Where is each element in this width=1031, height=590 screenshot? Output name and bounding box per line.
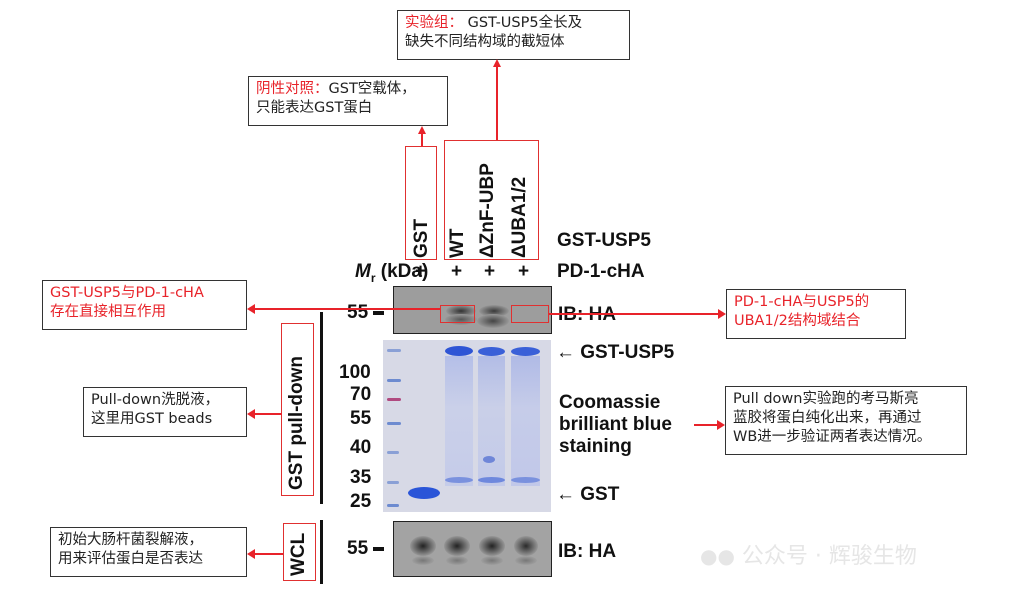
stain-label: Coomassie brilliant blue staining: [559, 392, 672, 458]
plus-wt: +: [451, 261, 463, 282]
note-text: GST空载体，: [328, 81, 416, 97]
connector-line: [254, 553, 283, 555]
connector-line: [549, 313, 719, 315]
note-uba-binding: PD-1-cHA与USP5的 UBA1/2结构域结合: [726, 289, 906, 339]
gel-marker-40: 40: [350, 437, 372, 458]
note-pulldown-eluate: Pull-down洗脱液， 这里用GST beads: [83, 387, 247, 437]
bottom-blot-marker: 55: [347, 538, 385, 560]
lane-box-gst: [405, 146, 437, 260]
note-direct-interaction: GST-USP5与PD-1-cHA 存在直接相互作用: [42, 280, 247, 330]
arrow-left-icon: [247, 549, 255, 559]
watermark-text: 公众号 · 辉骏生物: [741, 544, 917, 569]
top-blot: [393, 286, 552, 334]
side-box-wcl: [283, 523, 316, 581]
gel-marker-70: 70: [350, 384, 372, 405]
plus-duba: +: [518, 261, 530, 282]
note-text: GST-USP5全长及: [467, 15, 583, 31]
marker-55: 55: [347, 302, 369, 323]
arrow-left-icon: [247, 409, 255, 419]
gel-marker-35: 35: [350, 467, 372, 488]
note-text: 只能表达GST蛋白: [256, 100, 373, 116]
plus-dznf: +: [484, 261, 496, 282]
gst-band: [408, 487, 440, 499]
row-label-gst-usp5: GST-USP5: [557, 230, 651, 251]
connector-line: [496, 66, 498, 140]
gel-marker-25: 25: [350, 491, 372, 512]
highlight-duba-band: [511, 305, 549, 323]
mr-unit: (kDa): [375, 261, 429, 282]
note-text: 存在直接相互作用: [50, 304, 166, 320]
note-text: 这里用GST beads: [91, 411, 213, 427]
plus-gst: +: [415, 261, 427, 282]
note-text: UBA1/2结构域结合: [734, 313, 861, 329]
side-box-pulldown: [281, 323, 314, 496]
lane-label-duba: ΔUBA1/2: [509, 176, 530, 258]
row-label-pd1: PD-1-cHA: [557, 261, 645, 282]
connector-line: [254, 413, 282, 415]
note-text: Pull-down洗脱液，: [91, 392, 220, 408]
stain-line: Coomassie: [559, 392, 661, 413]
note-coomassie: Pull down实验跑的考马斯亮 蓝胶将蛋白纯化出来，再通过 WB进一步验证两…: [725, 386, 967, 455]
note-text: WB进一步验证两者表达情况。: [733, 429, 932, 445]
lane-label-dznf: ΔZnF-UBP: [477, 163, 498, 258]
gel-marker-55: 55: [350, 408, 372, 429]
mr-symbol: M: [355, 261, 371, 282]
mr-sub: r: [370, 270, 376, 285]
note-label: 实验组：: [405, 15, 463, 31]
arrow-right-icon: [718, 309, 726, 319]
gel-marker-100: 100: [339, 362, 371, 383]
bracket-line-wcl: [320, 520, 323, 584]
arrow-up-icon: [493, 59, 501, 67]
bottom-blot: [393, 521, 552, 577]
note-text: 蓝胶将蛋白纯化出来，再通过: [733, 410, 922, 426]
mr-label: Mr (kDa): [355, 261, 428, 285]
arrow-right-icon: [717, 420, 725, 430]
gel-arrow-gst-usp5: ← GST-USP5: [556, 342, 675, 363]
gel-arrow-gst: ← GST: [556, 484, 620, 505]
marker-55: 55: [347, 538, 369, 559]
note-negative-control: 阴性对照：GST空载体， 只能表达GST蛋白: [248, 76, 448, 126]
connector-line: [421, 132, 423, 147]
note-text: GST-USP5与PD-1-cHA: [50, 285, 204, 301]
bracket-line-pulldown: [320, 312, 323, 504]
lane-box-usp5: [444, 140, 539, 260]
arrow-up-icon: [418, 126, 426, 134]
lane-label-wt: WT: [447, 228, 468, 258]
lane-label-gst: GST: [411, 218, 432, 258]
note-text: 用来评估蛋白是否表达: [58, 551, 203, 567]
note-experimental-group: 实验组： GST-USP5全长及 缺失不同结构域的截短体: [397, 10, 630, 60]
note-text: Pull down实验跑的考马斯亮: [733, 391, 919, 407]
coomassie-gel: [383, 340, 551, 512]
side-label-wcl: WCL: [288, 532, 309, 576]
note-label: 阴性对照：: [256, 81, 329, 97]
note-text: PD-1-cHA与USP5的: [734, 294, 870, 310]
highlight-wt-band: [440, 305, 475, 323]
wechat-icon: ●●: [700, 544, 735, 568]
top-blot-label: IB: HA: [558, 304, 617, 325]
note-text: 缺失不同结构域的截短体: [405, 34, 565, 50]
stain-line: brilliant blue: [559, 414, 672, 435]
connector-line: [254, 308, 440, 310]
arrow-left-icon: [247, 304, 255, 314]
side-label-pulldown: GST pull-down: [286, 355, 307, 490]
bottom-blot-label: IB: HA: [558, 541, 617, 562]
watermark: ●● 公众号 · 辉骏生物: [700, 538, 917, 570]
connector-line: [694, 424, 718, 426]
note-text: 初始大肠杆菌裂解液，: [58, 532, 203, 548]
note-wcl: 初始大肠杆菌裂解液， 用来评估蛋白是否表达: [50, 527, 247, 577]
top-blot-marker: 55: [347, 302, 385, 324]
stain-line: staining: [559, 436, 632, 457]
